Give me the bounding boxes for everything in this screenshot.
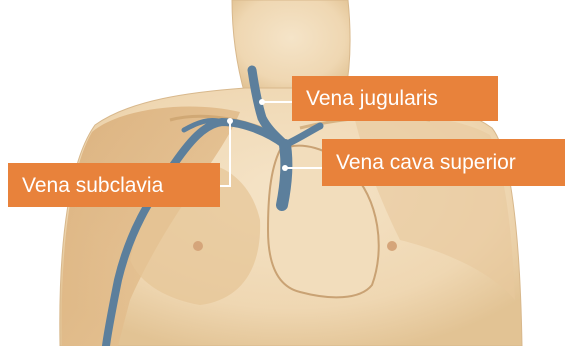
nipple-right [387, 241, 397, 251]
superior-vena-cava [282, 145, 286, 205]
label-vena-subclavia: Vena subclavia [8, 163, 220, 207]
pointer-subclavia [227, 118, 233, 124]
nipple-left [193, 241, 203, 251]
label-vena-cava-superior: Vena cava superior [322, 139, 565, 186]
pointer-jugularis [259, 99, 265, 105]
pointer-cava [282, 165, 288, 171]
label-vena-jugularis: Vena jugularis [292, 76, 498, 121]
